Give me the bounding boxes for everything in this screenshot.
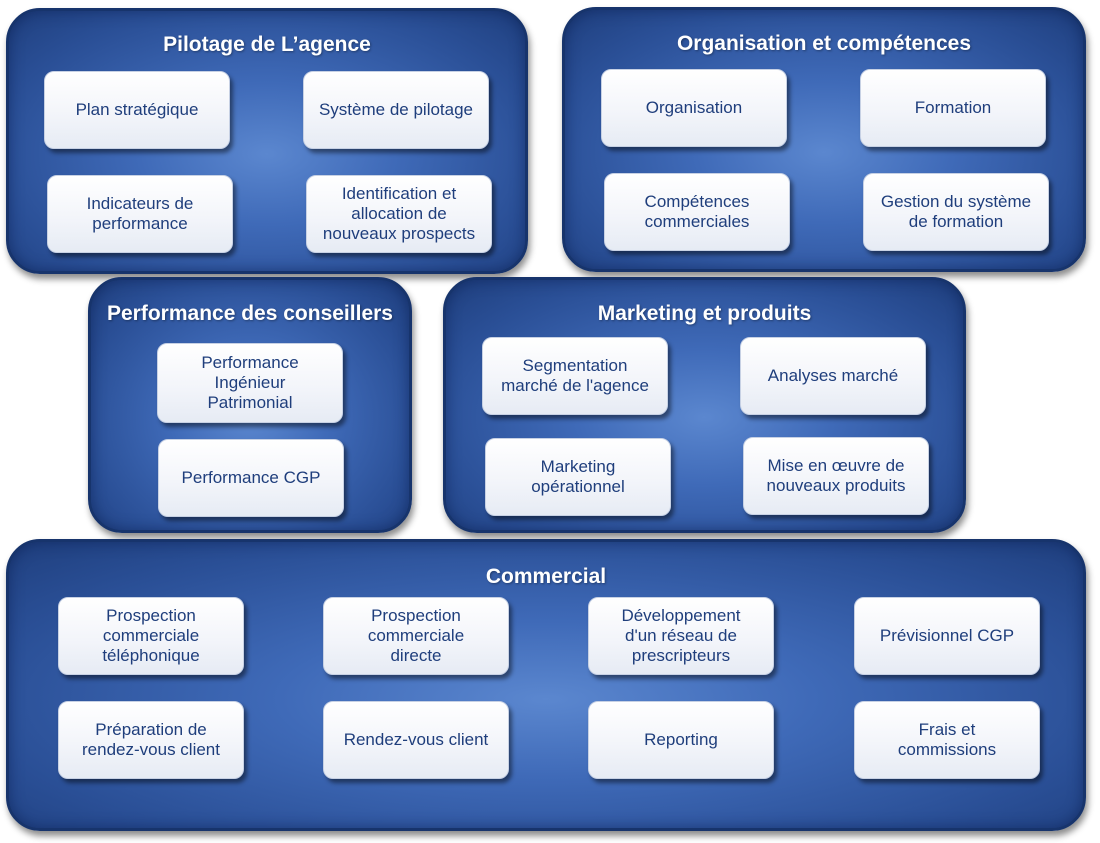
card-plan-strategique[interactable]: Plan stratégique (44, 71, 230, 149)
card-marketing-operationnel[interactable]: Marketing opérationnel (485, 438, 671, 516)
card-prospection-telephonique[interactable]: Prospection commerciale téléphonique (58, 597, 244, 675)
card-gestion-formation[interactable]: Gestion du système de formation (863, 173, 1049, 251)
panel-title-commercial: Commercial (485, 565, 607, 588)
card-prospection-directe[interactable]: Prospection commerciale directe (323, 597, 509, 675)
card-systeme-de-pilotage[interactable]: Système de pilotage (303, 71, 489, 149)
card-analyses-marche[interactable]: Analyses marché (740, 337, 926, 415)
card-nouveaux-produits[interactable]: Mise en œuvre de nouveaux produits (743, 437, 929, 515)
panel-marketing: Marketing et produits Segmentation march… (443, 277, 966, 533)
card-indicateurs-de-performance[interactable]: Indicateurs de performance (47, 175, 233, 253)
panel-title-marketing: Marketing et produits (597, 302, 812, 325)
card-performance-cgp[interactable]: Performance CGP (158, 439, 344, 517)
panel-commercial: Commercial Prospection commerciale télép… (6, 539, 1086, 831)
card-preparation-rdv[interactable]: Préparation de rendez-vous client (58, 701, 244, 779)
panel-title-performance: Performance des conseillers (107, 302, 393, 325)
card-frais-commissions[interactable]: Frais et commissions (854, 701, 1040, 779)
card-reporting[interactable]: Reporting (588, 701, 774, 779)
card-formation[interactable]: Formation (860, 69, 1046, 147)
card-segmentation[interactable]: Segmentation marché de l'agence (482, 337, 668, 415)
panel-pilotage: Pilotage de L’agence Plan stratégique Sy… (6, 8, 528, 274)
card-performance-ingenieur[interactable]: Performance Ingénieur Patrimonial (157, 343, 343, 423)
panel-performance: Performance des conseillers Performance … (88, 277, 412, 533)
card-identification-prospects[interactable]: Identification et allocation de nouveaux… (306, 175, 492, 253)
card-reseau-prescripteurs[interactable]: Développement d'un réseau de prescripteu… (588, 597, 774, 675)
card-competences-commerciales[interactable]: Compétences commerciales (604, 173, 790, 251)
panel-title-organisation: Organisation et compétences (676, 32, 972, 55)
panel-organisation: Organisation et compétences Organisation… (562, 7, 1086, 272)
panel-title-pilotage: Pilotage de L’agence (163, 33, 371, 56)
card-organisation[interactable]: Organisation (601, 69, 787, 147)
card-rendez-vous-client[interactable]: Rendez-vous client (323, 701, 509, 779)
card-previsionnel-cgp[interactable]: Prévisionnel CGP (854, 597, 1040, 675)
